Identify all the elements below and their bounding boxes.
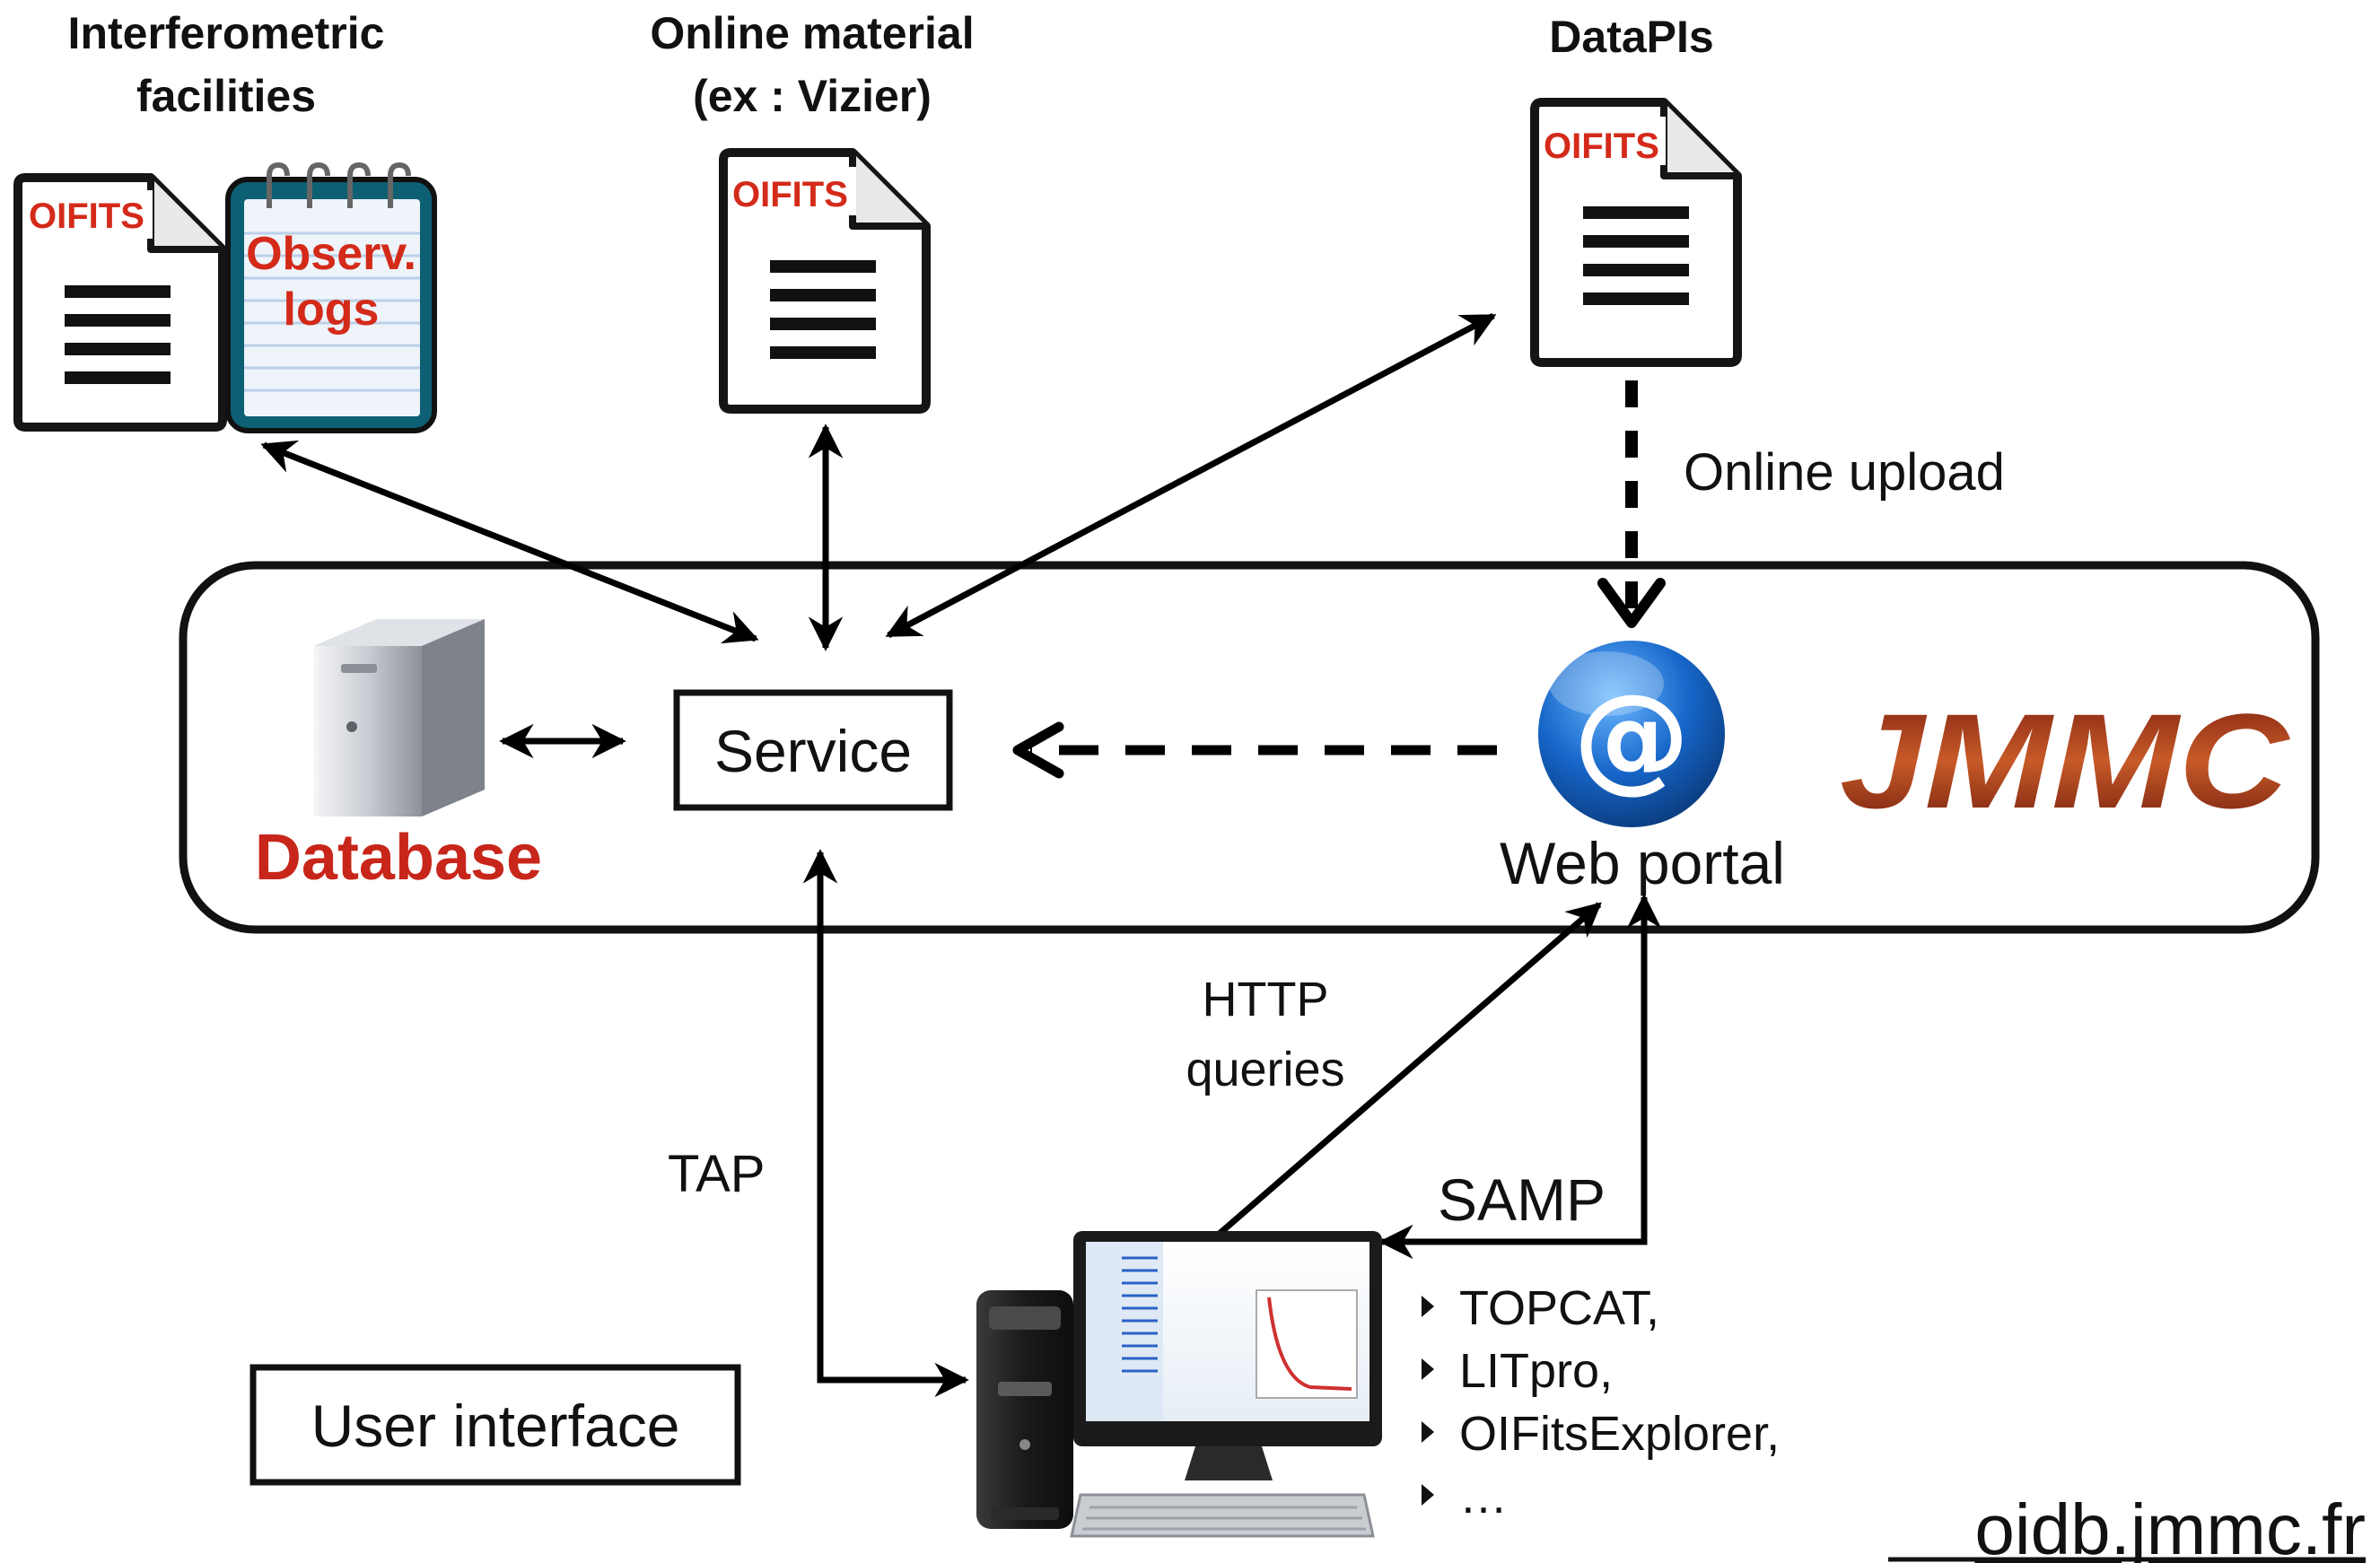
web-portal-label: Web portal: [1500, 830, 1785, 896]
tap-label: TAP: [668, 1145, 766, 1203]
facilities-title-line2: facilities: [136, 71, 316, 121]
tap-arrow: [802, 849, 969, 1398]
tools-list-item: TOPCAT,: [1422, 1281, 1659, 1335]
online-title-line1: Online material: [650, 8, 974, 58]
facilities-doc-label: OIFITS: [29, 196, 144, 236]
online-doc-label: OIFITS: [732, 175, 848, 214]
datapis-doc-label: OIFITS: [1544, 127, 1659, 166]
jmmc-logo: JMMC: [1840, 685, 2291, 836]
http-label-line2: queries: [1186, 1043, 1344, 1096]
site-url-link[interactable]: oidb.jmmc.fr: [1974, 1489, 2366, 1563]
bullet-icon: [1422, 1421, 1434, 1443]
at-symbol: @: [1573, 668, 1690, 805]
oifits-document-icon: OIFITS: [719, 148, 931, 414]
facilities-title-line1: Interferometric: [68, 8, 385, 58]
tool-oifitsexplorer: OIFitsExplorer,: [1459, 1407, 1780, 1461]
oifits-document-icon: OIFITS: [13, 173, 227, 432]
bullet-icon: [1422, 1484, 1434, 1506]
tool-litpro: LITpro,: [1459, 1344, 1613, 1398]
tools-list: TOPCAT, LITpro, OIFitsExplorer, …: [1422, 1281, 1780, 1524]
tools-list-item: LITpro,: [1422, 1344, 1613, 1398]
tools-list-item: OIFitsExplorer,: [1422, 1407, 1780, 1461]
samp-label: SAMP: [1438, 1166, 1606, 1233]
tools-list-item: …: [1422, 1470, 1508, 1524]
web-portal-globe-icon: @: [1538, 641, 1725, 827]
portal-to-service-arrowhead: [1012, 721, 1064, 779]
facilities-service-arrow: [260, 440, 759, 644]
logs-label-line1: Observ.: [246, 228, 416, 280]
http-label-line1: HTTP: [1203, 973, 1329, 1026]
service-label: Service: [714, 718, 912, 784]
user-interface-box: [249, 1364, 741, 1486]
bullet-icon: [1422, 1358, 1434, 1380]
datapis-title: DataPIs: [1549, 12, 1713, 62]
tool-topcat: TOPCAT,: [1459, 1281, 1659, 1335]
database-label: Database: [255, 822, 542, 894]
user-interface-label: User interface: [311, 1393, 680, 1459]
datapis-service-arrow: [885, 312, 1497, 639]
database-server-icon: [314, 619, 485, 816]
bullet-icon: [1422, 1296, 1434, 1317]
online-upload-label: Online upload: [1684, 443, 2005, 502]
online-title-line2: (ex : Vizier): [693, 71, 932, 121]
service-box: [673, 689, 953, 811]
oifits-document-icon: OIFITS: [1530, 98, 1742, 367]
desktop-computer-icon: [976, 1231, 1382, 1538]
samp-arrow: [1378, 894, 1662, 1260]
logs-label-line2: logs: [284, 284, 380, 336]
notebook-icon: Observ. logs: [225, 162, 437, 433]
online-upload-arrowhead: [1597, 578, 1666, 628]
tool-more: …: [1459, 1470, 1508, 1524]
